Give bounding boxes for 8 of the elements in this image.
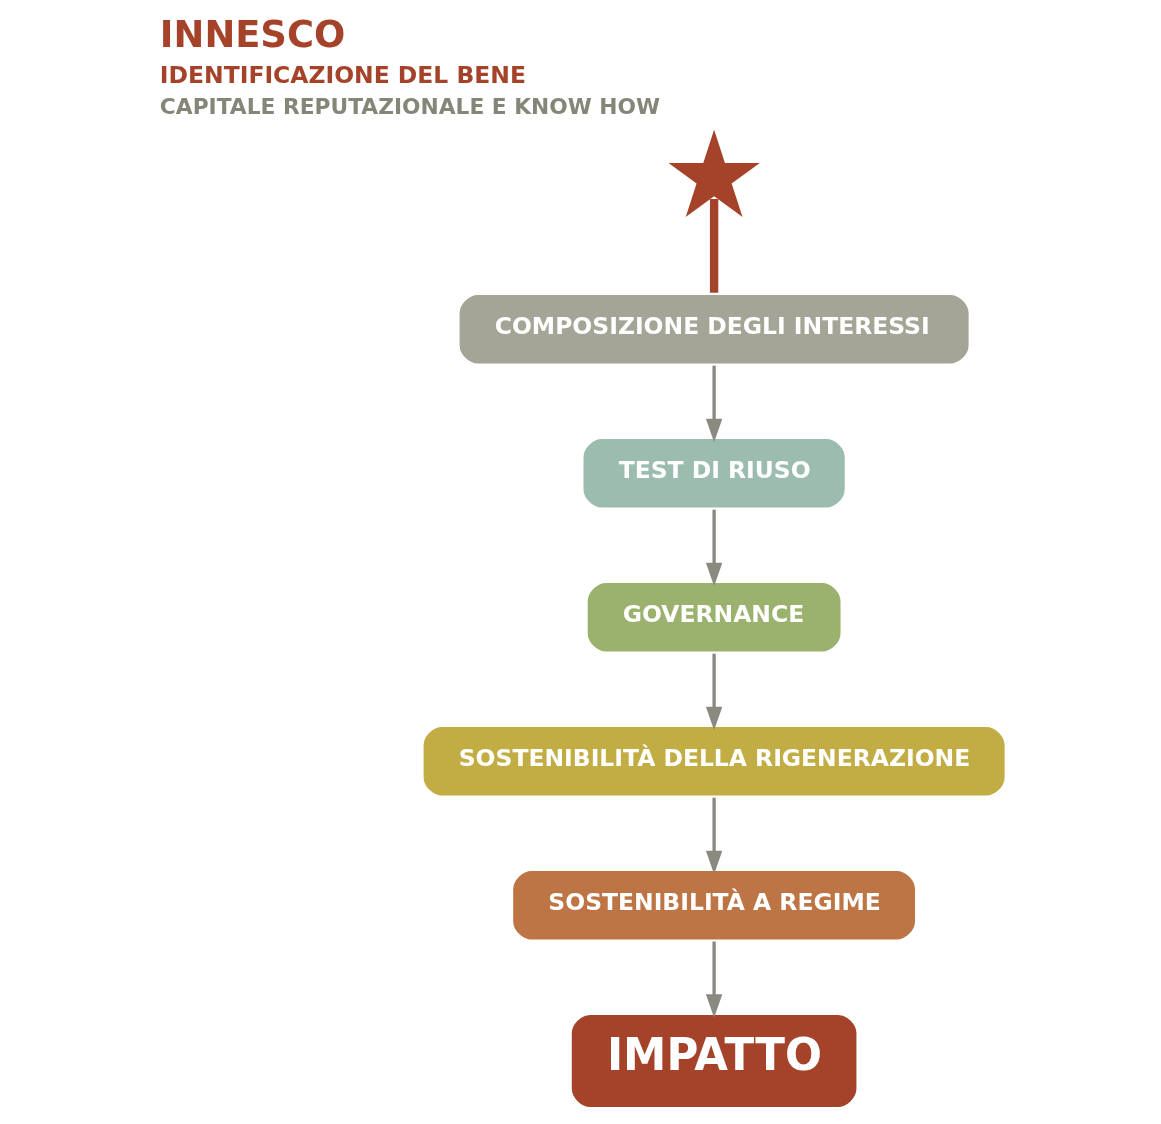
arrow <box>705 941 722 1018</box>
node-label: IDENTIFICAZIONE DEL BENE <box>159 61 526 90</box>
node-label: CAPITALE REPUTAZIONALE E KNOW HOW <box>159 93 660 119</box>
arrow <box>705 797 722 875</box>
node-label: INNESCO <box>159 13 345 57</box>
arrow <box>705 653 722 731</box>
arrow <box>705 365 722 443</box>
arrow <box>705 509 722 587</box>
